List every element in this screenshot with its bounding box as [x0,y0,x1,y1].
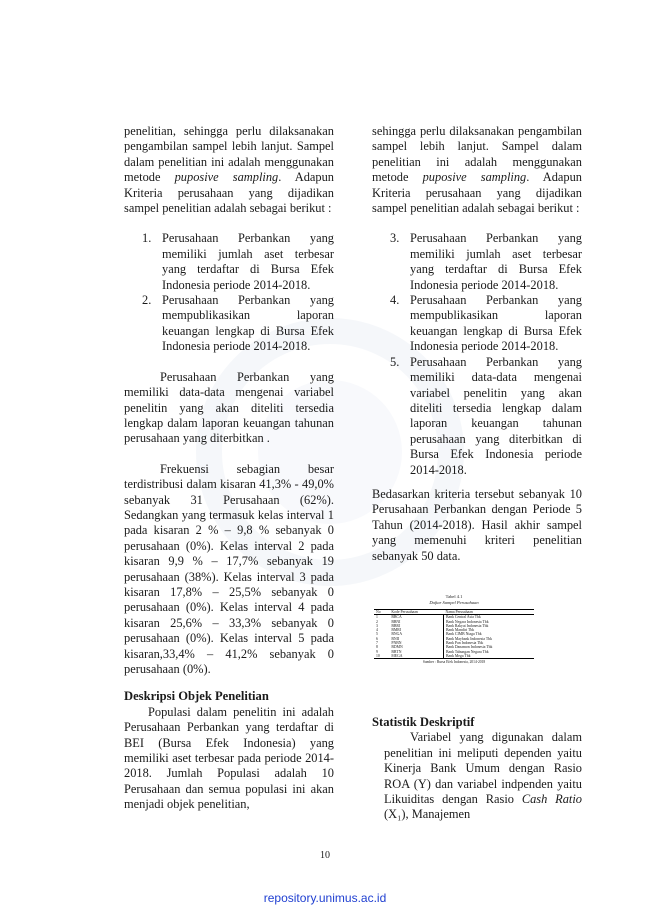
table-title: Daftar Sampel Perusahaan [429,600,479,605]
table-cell: 7 [376,641,378,646]
section-heading-objek: Deskripsi Objek Penelitian [124,689,269,704]
page-number: 10 [320,850,330,861]
list-item: 1.Perusahaan Perbankan yang memiliki jum… [142,231,334,292]
table-cell: Bank Danamon Indonesia Tbk [442,645,534,650]
table-cell: 6 [376,636,378,641]
table-row: 8 BDMN Bank Danamon Indonesia Tbk [374,645,534,650]
criteria-list-continued: 3.Perusahaan Perbankan yang memiliki jum… [372,231,582,478]
repository-link[interactable]: repository.unimus.ac.id [263,891,387,905]
criteria-list: 1.Perusahaan Perbankan yang memiliki jum… [124,231,334,354]
table-cell: 4 [376,628,378,633]
population-paragraph: Populasi dalam penelitin ini adalah Peru… [124,704,334,812]
sampling-intro-repeat: sehingga perlu dilaksanakan pengambilan … [372,124,582,216]
table-cell: 2 [376,619,378,624]
table-cell: BBNI [391,619,401,624]
statistik-paragraph: Variabel yang digunakan dalam penelitian… [384,730,583,822]
table-row: 4 BMRI Bank Mandiri Tbk [374,628,534,633]
table-cell: 3 [376,623,378,628]
sampling-intro: penelitian, sehingga perlu dilaksanakan … [124,124,334,216]
table-header-row: No Kode Perusahaan Nama Perusahaan [374,608,534,616]
table-header: Kode Perusahaan [389,608,444,616]
list-item: 2.Perusahaan Perbankan yang mempublikasi… [142,293,334,354]
table-row: 5 BNGA Bank CIMB Niaga Tbk [374,632,534,637]
table-cell: Bank Central Asia Tbk [442,614,534,620]
table-cell: Bank Pan Indonesia Tbk [442,641,534,646]
table-source: Sumber : Bursa Efek Indonesia, 2014-2018 [422,660,486,665]
table-row: 6 BNII Bank Maybank Indonesia Tbk [374,636,534,642]
table-cell: BDMN [391,645,403,650]
table-cell: 5 [376,632,378,637]
table-caption: Tabel 4.1 [445,594,463,599]
table-cell: 10 [374,653,390,660]
table-row: 3 BBRI Bank Rakyat Indonesia Tbk [374,623,534,629]
table-cell: BBCA [391,615,402,620]
list-item: 3.Perusahaan Perbankan yang memiliki jum… [390,231,582,292]
left-column: penelitian, sehingga perlu dilaksanakan … [124,124,334,813]
data-paragraph: Perusahaan Perbankan yang memiliki data-… [124,369,334,446]
table-row: 9 BBTN Bank Tabungan Negara Tbk [374,649,534,654]
table-cell: BNII [391,636,400,641]
list-item: 5.Perusahaan Perbankan yang memiliki dat… [390,354,582,477]
right-column: sehingga perlu dilaksanakan pengambilan … [372,124,582,564]
sample-table-figure: Tabel 4.1 Daftar Sampel Perusahaan No Ko… [372,594,536,698]
table-row: 7 PNBN Bank Pan Indonesia Tbk [374,641,534,646]
table-cell: BBTN [391,649,402,654]
table-body: 1 BBCA Bank Central Asia Tbk 2 BBNI Bank Nega… [374,614,534,660]
table-cell: 9 [376,649,378,654]
table-cell: Bank Maybank Indonesia Tbk [442,636,534,642]
table-row: 2 BBNI Bank Negara Indonesia Tbk [374,619,534,624]
table-cell: Bank Mega Tbk [442,653,534,660]
frequency-paragraph: Frekuensi sebagian besar terdistribusi d… [124,461,334,676]
table-cell: Bank Tabungan Negara Tbk [442,649,534,654]
statistik-section: Statistik Deskriptif Variabel yang digun… [372,715,582,823]
table-header: Nama Perusahaan [443,608,534,616]
table-cell: Bank Negara Indonesia Tbk [442,619,534,624]
table-header: No [374,608,390,616]
table-row: 1 BBCA Bank Central Asia Tbk [374,614,534,620]
table-cell: Bank CIMB Niaga Tbk [442,632,534,637]
table-cell: 8 [376,645,378,650]
table-cell: 1 [376,615,378,620]
sample-table: No Kode Perusahaan Nama Perusahaan 1 BBCA… [374,608,534,660]
table-cell: BMRI [391,628,402,633]
table-cell: BBRI [391,623,401,628]
table-cell: PNBN [391,641,402,646]
table-cell: Bank Rakyat Indonesia Tbk [442,623,534,629]
list-item: 4.Perusahaan Perbankan yang mempublikasi… [390,293,582,354]
table-cell: MEGA [389,653,444,660]
table-cell: BNGA [391,632,403,637]
table-cell: Bank Mandiri Tbk [442,628,534,633]
section-heading-statistik: Statistik Deskriptif [372,715,475,729]
sample-summary-paragraph: Bedasarkan kriteria tersebut sebanyak 10… [372,486,582,563]
